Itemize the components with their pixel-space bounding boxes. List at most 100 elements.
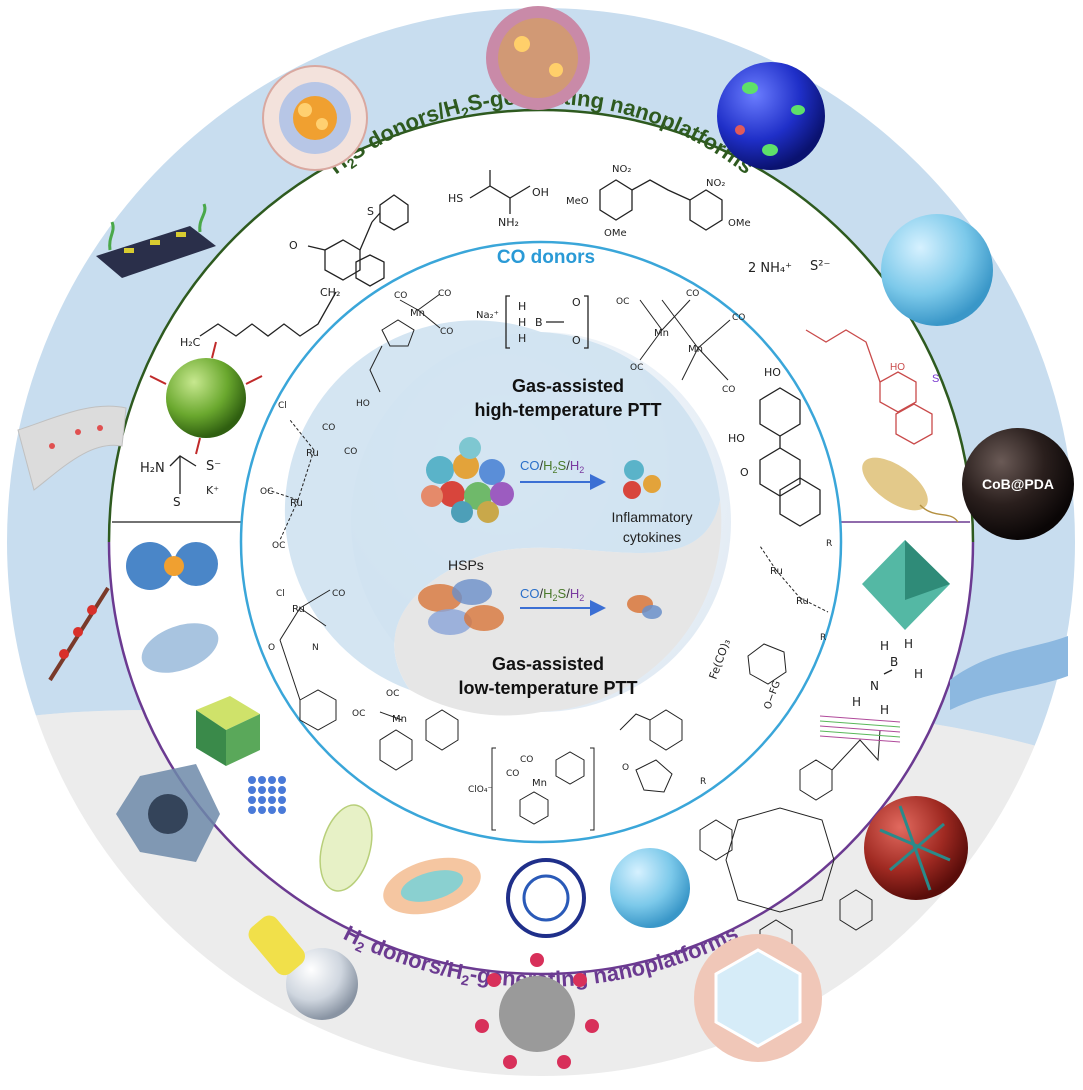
flavonol-o: O [740, 466, 749, 479]
nanoparticle-chain [48, 586, 110, 682]
nanoparticle-green-core [149, 341, 263, 455]
nitro-ome: OMe [604, 228, 627, 239]
svg-text:Mn: Mn [532, 778, 547, 789]
low-temp-ptt-line2: low-temperature PTT [458, 678, 637, 698]
svg-text:H: H [518, 300, 526, 313]
dads-h2c: H₂C [180, 336, 201, 349]
svg-text:CO: CO [332, 589, 345, 599]
svg-text:Mn: Mn [392, 714, 407, 725]
flavonol-ho-top: HO [764, 366, 781, 379]
nanoparticle-bulb [248, 915, 358, 1020]
nitro-no2-a: NO₂ [612, 164, 631, 175]
co-molecule-mn-bipyridyl: Mn OC OC [352, 689, 459, 771]
nitro-meo: MeO [566, 196, 589, 207]
svg-text:B: B [890, 655, 898, 669]
cysteine-oh: OH [532, 186, 549, 199]
svg-text:Mn: Mn [410, 308, 425, 319]
h2s-molecule-thiocarbamate: H₂N S⁻ K⁺ S [140, 455, 221, 509]
svg-text:H: H [914, 667, 923, 681]
nanoparticle-hexagon [694, 934, 822, 1062]
h2s-mol-o: O [289, 239, 298, 252]
h2s-molecule-morpholine [307, 194, 409, 287]
nanoparticle-red-virus [864, 796, 968, 900]
svg-text:Cl: Cl [276, 589, 285, 599]
co-molecule-ru-dimer: Ru Ru Cl CO CO OC OC [260, 401, 357, 551]
h2s-ring [107, 108, 975, 543]
svg-text:K⁺: K⁺ [206, 484, 219, 497]
h2s-mol-s1: S [367, 205, 374, 218]
svg-text:R: R [820, 633, 826, 643]
gas-arrow-bottom: CO/H2S/H2 [520, 586, 606, 616]
svg-text:H: H [880, 639, 889, 653]
h2-molecule-porphyrin [699, 729, 881, 961]
co-donors-title: CO donors [497, 247, 595, 268]
h2s-molecule-flavonol [759, 387, 821, 527]
nanoparticle-fibers [819, 715, 901, 743]
svg-text:Mn: Mn [654, 328, 669, 339]
nanoparticle-octahedron [862, 540, 950, 630]
svg-text:R: R [700, 777, 706, 787]
co-molecule-cyclopentadienone: O R [619, 709, 706, 793]
svg-text:Ru: Ru [770, 566, 783, 577]
dads-ch2: CH₂ [320, 286, 340, 299]
inflammatory-line1: Inflammatory [612, 509, 693, 525]
nanoparticle-dumbbell [126, 542, 218, 590]
outer-rim [3, 4, 1079, 1080]
svg-text:O: O [622, 763, 629, 773]
svg-text:Na₂⁺: Na₂⁺ [476, 310, 499, 321]
svg-text:CO: CO [440, 327, 453, 337]
gas-label-top: CO/H2S/H2 [520, 458, 584, 475]
flavonol-ho: HO [728, 432, 745, 445]
gas-label-bottom: CO/H2S/H2 [520, 586, 584, 603]
nanoparticle-sheet-right [950, 636, 1068, 710]
svg-text:N: N [870, 679, 879, 693]
h2-ring [107, 541, 975, 976]
svg-text:OC: OC [260, 487, 273, 497]
high-temp-ptt-line2: high-temperature PTT [474, 400, 661, 420]
cytokine-cluster-small [623, 460, 661, 499]
svg-text:H: H [518, 332, 526, 345]
nitro-ome-b: OMe [728, 218, 751, 229]
co-molecule-mn2co10: Mn Mn OC CO CO OC CO [616, 289, 745, 395]
svg-text:B: B [535, 316, 543, 329]
nanoparticle-fullerene [506, 858, 586, 938]
thioflavone-ho: HO [890, 362, 905, 373]
svg-text:CO: CO [732, 313, 745, 323]
nanoparticle-plate [96, 203, 216, 278]
svg-text:Ru: Ru [796, 596, 809, 607]
svg-text:N: N [312, 643, 319, 653]
co-molecule-mn-thiazolidine: Mn CO CO CO HO [356, 289, 453, 409]
svg-text:CO: CO [344, 447, 357, 457]
nanoparticle-cage-orange [262, 65, 368, 171]
svg-text:Ru: Ru [290, 498, 303, 509]
nanoparticle-pill [319, 804, 373, 892]
h2s-molecule-thioflavone [805, 329, 933, 445]
ammonium-sulfide: 2 NH₄⁺ [748, 261, 792, 276]
nanoparticle-pink-spiky [475, 953, 599, 1069]
nanoparticle-cube [196, 696, 260, 766]
svg-text:OC: OC [352, 709, 365, 719]
svg-text:CO: CO [322, 423, 335, 433]
svg-text:OC: OC [272, 541, 285, 551]
svg-text:Mn: Mn [688, 344, 703, 355]
nanoparticle-cage-blue [116, 764, 220, 862]
svg-text:O: O [572, 334, 581, 347]
svg-text:CO: CO [506, 769, 519, 779]
svg-text:S⁻: S⁻ [206, 459, 221, 474]
svg-text:OC: OC [386, 689, 399, 699]
svg-text:CO: CO [520, 755, 533, 765]
nanoparticle-spiky-pink [486, 6, 590, 110]
cob-pda-label: CoB@PDA [982, 476, 1054, 492]
nanoparticle-grid [248, 776, 286, 814]
svg-text:O: O [572, 296, 581, 309]
cytokine-cluster-large [421, 437, 514, 523]
cysteine-hs: HS [448, 192, 463, 205]
h2-molecule-ammonia-borane: H H B N H H H [852, 637, 923, 717]
nanoparticle-bacterium [862, 457, 959, 523]
co-molecule-mn-quinoline: Mn CO CO ClO₄⁻ [468, 747, 595, 831]
svg-text:ClO₄⁻: ClO₄⁻ [468, 785, 492, 795]
inflammatory-line2: cytokines [623, 529, 681, 545]
nitro-no2-b: NO₂ [706, 178, 725, 189]
nanoparticle-navy-sphere [717, 62, 825, 170]
